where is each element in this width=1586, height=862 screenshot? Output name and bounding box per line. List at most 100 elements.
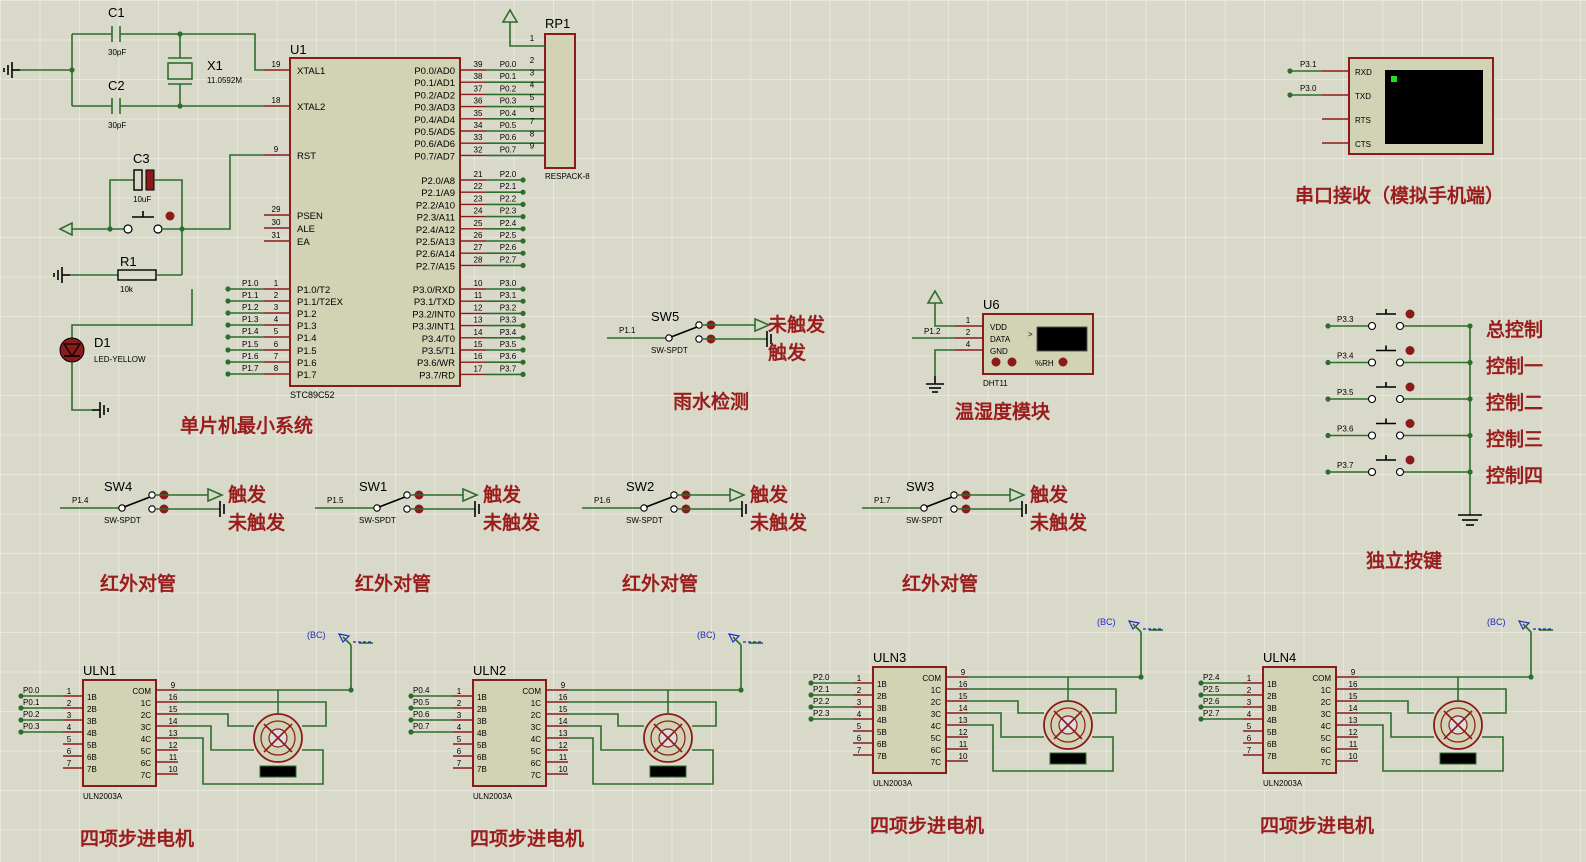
vdd-wire xyxy=(934,303,955,327)
uln-pin-num: 5 xyxy=(67,735,72,744)
uln-pin-num: 4 xyxy=(1247,710,1252,719)
mcu-pin-num: 28 xyxy=(474,255,483,264)
probe-lead xyxy=(732,636,742,646)
uln-pin-num: 12 xyxy=(1349,728,1358,737)
uln-driver-1: ULN1ULN2003A1B1P0.02B2P0.13B3P0.24B4P0.3… xyxy=(18,630,373,850)
uln-pin-name: 1C xyxy=(1321,686,1331,695)
ground-symbol xyxy=(926,376,944,393)
dht-rh-label: %RH xyxy=(1035,359,1054,368)
mcu-body xyxy=(289,57,461,387)
respack-pin-num: 8 xyxy=(530,129,535,138)
net-label: P3.7 xyxy=(1337,461,1354,470)
mcu-pin-name: ALE xyxy=(297,224,315,235)
uln-pin-name: 4B xyxy=(1267,716,1277,725)
terminal-pin-name: CTS xyxy=(1355,140,1371,149)
junction-dot xyxy=(1325,432,1331,439)
net-label: P3.3 xyxy=(500,316,517,325)
net-label: P2.0 xyxy=(500,170,517,179)
junction-dot xyxy=(808,704,814,710)
r1-ref: R1 xyxy=(120,254,137,269)
respack-pin-num: 5 xyxy=(530,93,535,102)
ground-symbol xyxy=(92,402,109,418)
button-contact xyxy=(123,224,133,234)
coil-wire xyxy=(178,701,327,727)
terminal-dot xyxy=(1405,419,1415,428)
junction-dot xyxy=(18,705,24,711)
junction-dot xyxy=(1198,692,1204,698)
uln-pin-name: 3B xyxy=(1267,704,1277,713)
uln-pin-name: 2B xyxy=(877,692,887,701)
junction-dot xyxy=(520,323,526,329)
mcu-pin-name: P0.6/AD6 xyxy=(414,139,455,150)
uln-pin-num: 2 xyxy=(67,699,72,708)
net-label: P3.4 xyxy=(500,328,517,337)
mcu-pin-name: XTAL1 xyxy=(297,66,325,77)
junction-dot xyxy=(18,729,24,735)
coil-wire xyxy=(178,725,254,751)
switch-blade xyxy=(123,496,151,508)
mcu-pin-name: P1.6 xyxy=(297,358,317,369)
key-contact xyxy=(1395,358,1405,367)
junction-dot xyxy=(225,322,231,328)
r1-body xyxy=(117,269,157,281)
junction-dot xyxy=(1198,680,1204,686)
mcu-pin-num: 21 xyxy=(474,170,483,179)
net-label: P3.7 xyxy=(500,364,517,373)
c3-ref: C3 xyxy=(133,151,150,166)
caption-ir: 红外对管 xyxy=(100,572,176,595)
power-arrow-icon xyxy=(1009,487,1027,503)
key-label: 控制二 xyxy=(1486,391,1543,414)
uln-pin-num: 13 xyxy=(169,729,178,738)
caption-motor: 四项步进电机 xyxy=(80,827,194,850)
caption-motor: 四项步进电机 xyxy=(870,814,984,837)
mcu-pin-name: P0.1/AD1 xyxy=(414,78,455,89)
junction-dot xyxy=(1325,323,1331,329)
uln-pin-name: 1B xyxy=(87,693,97,702)
mcu-pin-name: P2.7/A15 xyxy=(416,261,455,272)
terminal-pin-name: RXD xyxy=(1355,68,1372,77)
uln-pin-num: 2 xyxy=(1247,686,1252,695)
net-label: P0.2 xyxy=(500,84,517,93)
net-label: P0.3 xyxy=(500,97,517,106)
uln-pin-name: 6C xyxy=(531,759,541,768)
junction-dot xyxy=(520,189,526,195)
uln-pin-name: 4C xyxy=(531,735,541,744)
mcu-part: STC89C52 xyxy=(290,390,335,400)
terminal-screen xyxy=(1385,70,1483,144)
uln-pin-name: 5C xyxy=(931,734,941,743)
mcu-pin-num: 23 xyxy=(474,194,483,203)
mcu-pin-name: P0.3/AD3 xyxy=(414,103,455,114)
mcu-pin-name: P3.0/RXD xyxy=(413,285,455,296)
junction-dot xyxy=(520,250,526,256)
key-contact xyxy=(1367,431,1377,440)
junction-dot xyxy=(738,687,744,693)
mcu-pin-num: 7 xyxy=(274,352,279,361)
switch-state-label: 触发 xyxy=(1030,483,1069,506)
uln-pin-num: 9 xyxy=(561,681,566,690)
coil-wire xyxy=(568,713,644,727)
motor-display-value: +88.8 xyxy=(268,768,289,777)
uln-pin-name: 3C xyxy=(1321,710,1331,719)
mcu-pin-name: PSEN xyxy=(297,211,323,222)
net-label: P2.3 xyxy=(813,709,830,718)
coil-wire xyxy=(1358,724,1504,772)
key-contact xyxy=(1367,467,1377,477)
net-label: P0.6 xyxy=(500,133,517,142)
mcu-pin-num: 1 xyxy=(274,279,279,288)
uln-pin-num: 16 xyxy=(169,693,178,702)
uln-pin-num: 12 xyxy=(169,741,178,750)
led-ref: D1 xyxy=(94,335,111,350)
junction-dot xyxy=(225,347,231,353)
stepper-mark xyxy=(653,723,683,753)
junction-dot xyxy=(520,371,526,377)
uln-pin-name: 4C xyxy=(1321,722,1331,731)
uln-pin-name: 6C xyxy=(141,759,151,768)
junction-dot xyxy=(1287,92,1293,98)
uln-pin-name: 3C xyxy=(531,723,541,732)
switch-part: SW-SPDT xyxy=(906,516,943,525)
respack-pin-num: 9 xyxy=(530,142,535,151)
net-label: P0.0 xyxy=(23,686,40,695)
uln-pin-name: 4C xyxy=(931,722,941,731)
